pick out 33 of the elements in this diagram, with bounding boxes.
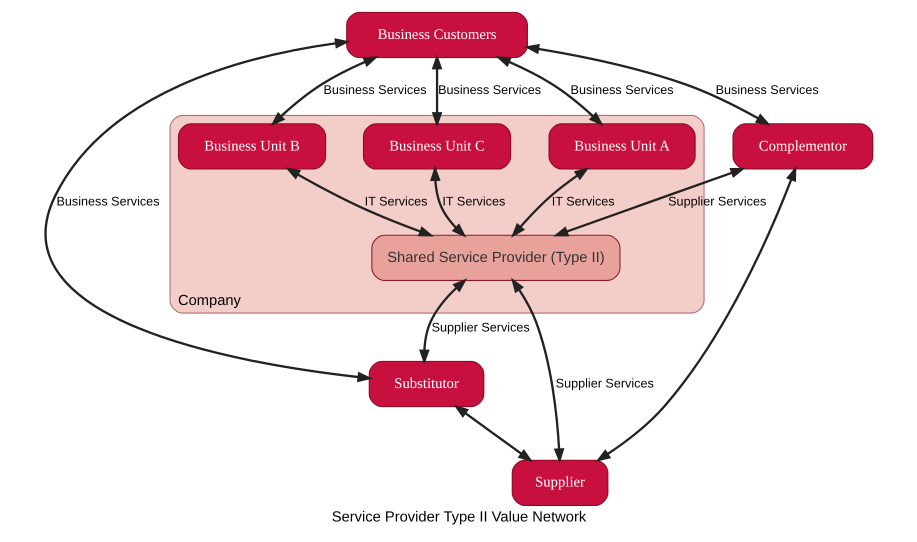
arrow [524, 44, 770, 126]
edge-label: Supplier Services [431, 320, 530, 335]
edge-label: Supplier Services [668, 194, 766, 208]
arrow [431, 54, 442, 128]
edge-label: Business Services [570, 82, 674, 97]
node-box: Substitutor [368, 360, 484, 408]
arrow [510, 278, 564, 464]
node-box: Supplier [511, 460, 608, 506]
node-box: Business Unit A [548, 123, 696, 170]
arrow [44, 38, 372, 382]
edge-label: Business Services [56, 194, 160, 208]
node-box: Business Unit B [177, 123, 326, 170]
arrow [495, 56, 604, 126]
edge-label: IT Services [364, 194, 427, 208]
edge-label: IT Services [551, 194, 614, 208]
arrow [418, 278, 467, 365]
edge-label: Supplier Services [555, 376, 654, 390]
node-box: Business Customers [346, 12, 528, 58]
edge-label: Business Services [438, 82, 541, 97]
arrow [284, 167, 434, 236]
arrow [453, 404, 533, 462]
arrow [595, 166, 796, 462]
node-box: Shared Service Provider (Type II) [370, 234, 620, 281]
arrow [270, 56, 378, 126]
node-box: Business Unit C [362, 123, 511, 170]
node-box: Complementor [732, 123, 873, 170]
arrow [430, 166, 466, 238]
arrow [510, 167, 589, 238]
arrow [552, 168, 746, 236]
edge-label: Business Services [715, 82, 818, 97]
caption: Service Provider Type II Value Network [331, 509, 586, 526]
edge-label: Business Services [323, 82, 426, 97]
edge-label: IT Services [442, 194, 505, 208]
